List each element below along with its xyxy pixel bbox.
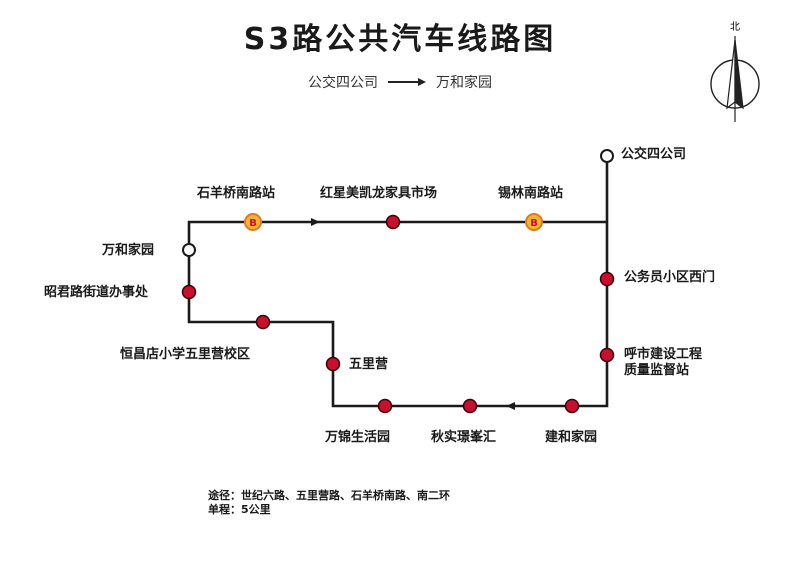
stop-label-wanjin-living: 万锦生活园 [325,430,391,445]
route-line [187,156,609,408]
svg-text:B: B [249,218,257,229]
route-direction-arrow-icon-lower [506,402,515,410]
stop-label-red-star-macalline: 红星美凯龙家具市场 [320,186,438,201]
route-via-text: 途径：世纪六路、五里营路、石羊桥南路、南二环 [208,489,450,502]
direction-arrow-icon [388,76,426,88]
stop-marker [599,271,615,287]
route-info: 途径：世纪六路、五里营路、石羊桥南路、南二环 单程：5公里 [208,489,450,517]
stop-label-construction-quality-1: 呼市建设工程 [624,347,703,362]
stop-marker [462,398,478,414]
stop-label-wuliying: 五里营 [349,357,389,372]
direction-to: 万和家园 [436,75,492,91]
stop-label-civil-servant-west-gate: 公务员小区西门 [624,270,716,285]
direction-from: 公交四公司 [308,75,378,91]
compass-north-label: 北 [730,21,740,33]
map-title: S3路公共汽车线路图 [243,22,557,57]
north-compass-icon: 北 [710,21,760,122]
stop-marker [385,214,401,230]
terminal-stop-marker [182,243,196,257]
route-direction: 公交四公司 万和家园 [0,72,800,92]
stop-label-qiushi-jingfenghui: 秋实璟峯汇 [431,430,497,445]
route-direction-arrow-icon [311,218,320,226]
stop-label-xilin-south-road: 锡林南路站 [498,186,564,201]
stop-label-jianhe-jiayuan: 建和家园 [545,430,598,445]
stop-marker [325,356,341,372]
stop-marker [377,398,393,414]
route-distance-text: 单程：5公里 [208,503,271,516]
stop-label-bus-company-4: 公交四公司 [621,147,687,162]
stop-label-shiyangqiao-south-road: 石羊桥南路站 [197,186,276,201]
svg-text:B: B [530,218,538,229]
stop-label-construction-quality-2: 质量监督站 [624,363,690,378]
stop-marker [255,314,271,330]
stop-marker [599,347,615,363]
transfer-stop-icon: B [244,213,262,231]
stop-label-zhaojun-road-office: 昭君路街道办事处 [44,285,149,300]
transfer-stop-icon: B [525,213,543,231]
stop-marker [181,284,197,300]
stop-label-hengchang-school: 恒昌店小学五里营校区 [120,347,251,362]
terminal-stop-marker [600,149,614,163]
stop-marker [564,398,580,414]
stop-label-wanhe-jiayuan: 万和家园 [102,243,155,258]
